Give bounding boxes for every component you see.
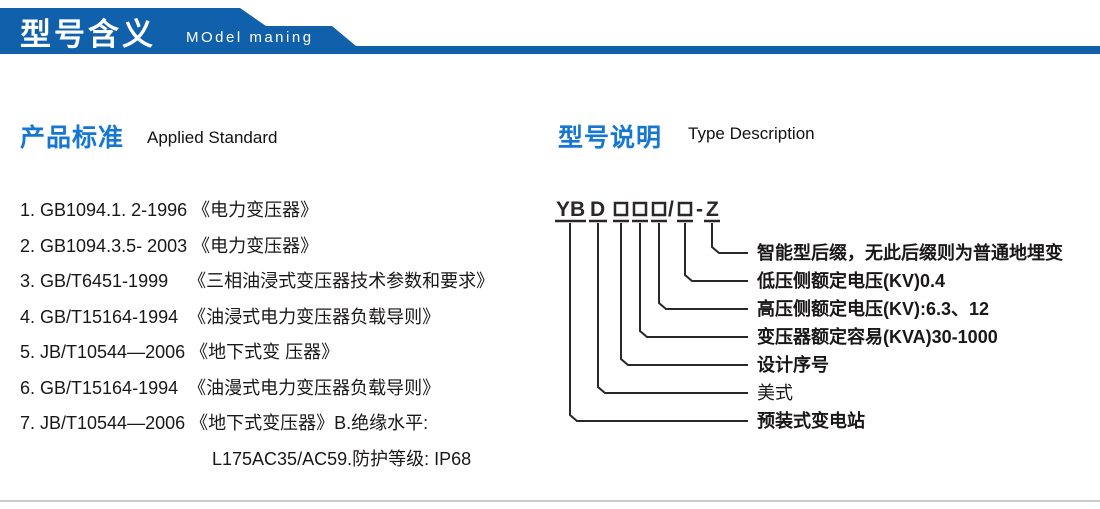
standard-item: 2. GB1094.3.5- 2003 《电力变压器》 [20,235,319,256]
diagram-label-smart-suffix: 智能型后缀，无此后缀则为普通地埋变 [757,243,1063,263]
diagram-label-prefab-substation: 预装式变电站 [757,411,865,431]
left-section-title-en: Applied Standard [147,128,278,147]
diagram-label-design-serial: 设计序号 [757,355,829,375]
standard-item: 7. JB/T10544—2006 《地下式变压器》B.绝缘水平: [20,413,429,433]
footer-divider-line [0,500,1100,502]
code-slash-text: / [668,198,674,221]
code-suffix-text: Z [706,198,719,221]
left-section-title-zh: 产品标准 [20,124,125,152]
header-banner: 型号含义 MOdel maning [0,0,1100,60]
standard-item-continuation: L175AC35/AC59.防护等级: IP68 [212,448,472,469]
standard-item: 6. GB/T15164-1994 《油漫式电力变压器负载导则》 [20,377,441,398]
page-subtitle: MOdel maning [186,29,314,46]
code-placeholder-box [677,201,693,217]
diagram-label-american-style: 美式 [757,383,793,403]
code-placeholder-box [632,201,648,217]
code-type-letter-text: D [590,198,605,221]
connector-lines [569,223,748,422]
standard-item: 5. JB/T10544—2006 《地下式变 压器》 [20,342,340,362]
code-placeholder-box [651,201,667,217]
right-section-title-zh: 型号说明 [558,124,663,152]
standard-item: 3. GB/T6451-1999 《三相油浸式变压器技术参数和要求》 [20,271,495,291]
banner-ribbon-shape [0,8,1100,54]
right-section-title-en: Type Description [688,124,815,143]
diagram-label-rated-capacity: 变压器额定容易(KVA)30-1000 [757,327,998,347]
standards-list: 1. GB1094.1. 2-1996 《电力变压器》 2. GB1094.3.… [20,193,550,477]
standard-item: 4. GB/T15164-1994 《油浸式电力变压器负载导则》 [20,306,441,327]
diagram-label-lv-voltage: 低压侧额定电压(KV)0.4 [757,271,946,291]
page-title: 型号含义 [20,17,156,52]
diagram-label-hv-voltage: 高压侧额定电压(KV):6.3、12 [757,299,990,319]
standard-item: 1. GB1094.1. 2-1996 《电力变压器》 [20,200,319,220]
code-dash-text: - [696,198,703,221]
code-prefix-text: YB [556,198,585,221]
code-placeholder-box [613,201,629,217]
